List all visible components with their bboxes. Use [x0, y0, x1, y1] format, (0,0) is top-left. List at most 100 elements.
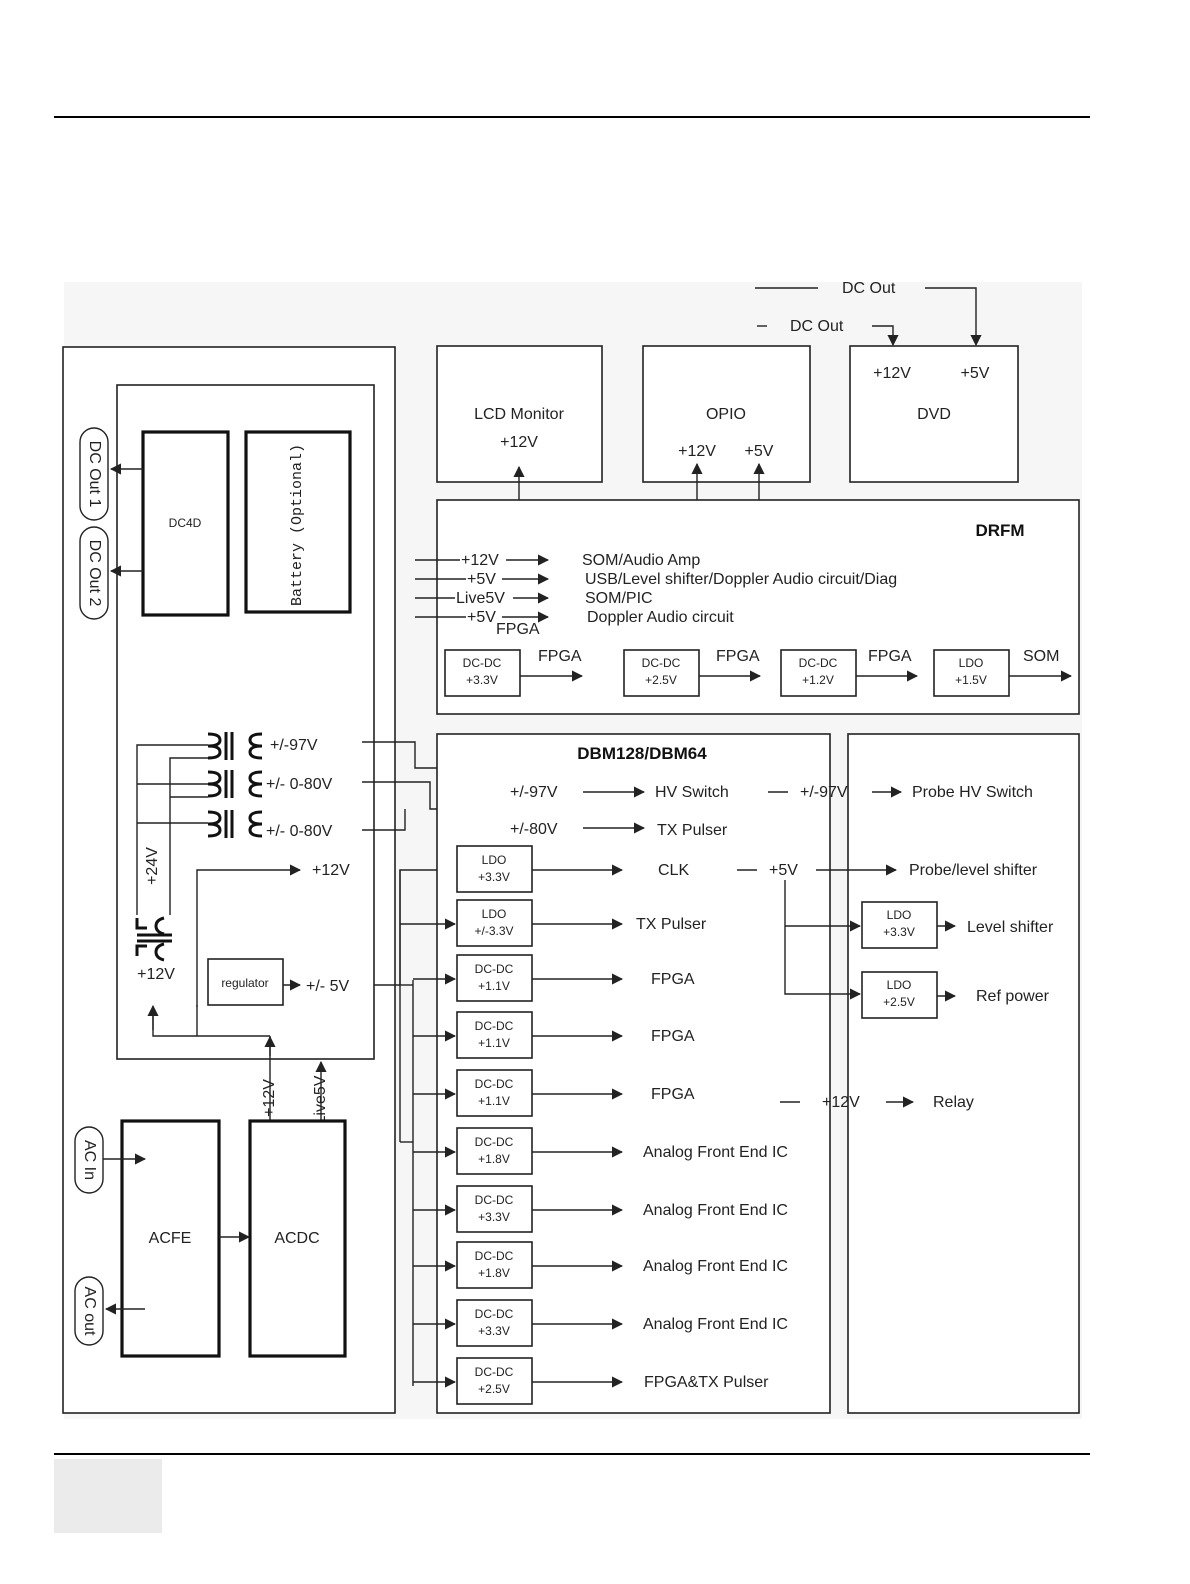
dbm-regulator-voltage: +/-3.3V [474, 924, 513, 938]
lcd-12v: +12V [500, 434, 538, 451]
footer-rule [54, 1453, 1090, 1455]
probe-relay: Relay [933, 1094, 974, 1111]
v12-left-label: +12V [137, 966, 175, 983]
transformer-4-icon [135, 916, 172, 962]
v24-label: +24V [144, 847, 161, 885]
dbm-row-output-label: Analog Front End IC [643, 1144, 788, 1161]
dbm-regulator-voltage: +3.3V [478, 870, 510, 884]
dc-out-1-label: DC Out 1 [86, 441, 103, 508]
drfm-reg-4-out: SOM [1023, 648, 1059, 665]
probe-hv-v: +/-97V [800, 784, 848, 801]
dbm-row-output-label: Analog Front End IC [643, 1258, 788, 1275]
dc4d-label: DC4D [169, 516, 202, 530]
ac-in-label: AC In [81, 1140, 98, 1180]
drfm-rail-3-desc: SOM/PIC [585, 590, 653, 607]
drfm-rail-3-label: Live5V [456, 590, 505, 607]
drfm-reg-1-out: FPGA [538, 648, 582, 665]
dc-out-2-label: DC Out 2 [86, 540, 103, 607]
probe-ldo2-v: +2.5V [883, 995, 915, 1009]
drfm-rail-1-desc: SOM/Audio Amp [582, 552, 700, 569]
drfm-rail-2-label: +5V [467, 571, 496, 588]
dbm-regulator-voltage: +1.8V [478, 1266, 510, 1280]
opio-12v: +12V [678, 443, 716, 460]
acdc-label: ACDC [274, 1230, 319, 1247]
regulator-label: regulator [221, 976, 268, 990]
dbm-regulator-voltage: +1.1V [478, 1094, 510, 1108]
dbm-row-output-label: FPGA [651, 971, 695, 988]
drfm-reg-2-v: +2.5V [645, 673, 677, 687]
dbm-regulator-type: DC-DC [475, 1307, 514, 1321]
battery-label: Battery (Optional) [289, 444, 306, 606]
acdc-live5v-label: Live5V [312, 1075, 329, 1124]
probe-board: +/-97V Probe HV Switch +5V Probe/level s… [737, 733, 1080, 1414]
probe-ldo1-out: Level shifter [967, 919, 1054, 936]
page-number-tab [54, 1459, 162, 1533]
probe-ldo1-v: +3.3V [883, 925, 915, 939]
drfm-fpga-note: FPGA [496, 621, 540, 638]
dc-out-lines: DC Out DC Out [755, 280, 982, 347]
dvd-5v: +5V [961, 365, 990, 382]
dbm-regulator-voltage: +2.5V [478, 1382, 510, 1396]
dbm-regulator-box [456, 845, 533, 893]
ac-out-label: AC out [81, 1287, 98, 1336]
dc-out-label-b: DC Out [790, 318, 844, 335]
dbm-regulator-type: DC-DC [475, 962, 514, 976]
dbm-row-output-label: FPGA [651, 1086, 695, 1103]
dbm-regulator-type: DC-DC [475, 1019, 514, 1033]
dbm-regulator-voltage: +1.8V [478, 1152, 510, 1166]
dbm-regulator-voltage: +1.1V [478, 979, 510, 993]
drfm-rail-2-desc: USB/Level shifter/Doppler Audio circuit/… [585, 571, 897, 588]
dbm-regulator-type: DC-DC [475, 1249, 514, 1263]
dbm-regulator-voltage: +3.3V [478, 1210, 510, 1224]
dbm-row-output-label: TX Pulser [636, 916, 707, 933]
acfe-label: ACFE [149, 1230, 192, 1247]
drfm-reg-2-type: DC-DC [642, 656, 681, 670]
dbm-regulator-voltage: +3.3V [478, 1324, 510, 1338]
dbm-row-output-label: FPGA [651, 1028, 695, 1045]
dbm-regulator-box [456, 1127, 533, 1175]
dbm-tx-in: +/-80V [510, 821, 558, 838]
acdc-12v-label: +12V [261, 1079, 278, 1117]
transformer-3-icon [207, 810, 263, 838]
drfm-reg-4-type: LDO [959, 656, 984, 670]
dbm-regulator-type: DC-DC [475, 1077, 514, 1091]
dbm-row-output-label: Analog Front End IC [643, 1202, 788, 1219]
drfm-rail-4-desc: Doppler Audio circuit [587, 609, 734, 626]
tx2-label: +/- 0-80V [266, 776, 333, 793]
drfm-reg-3-v: +1.2V [802, 673, 834, 687]
dbm-regulator-type: DC-DC [475, 1193, 514, 1207]
dbm-regulator-type: LDO [482, 853, 507, 867]
header-rule [54, 116, 1090, 118]
power-board: DC Out 1 DC Out 2 DC4D Battery (Optional… [62, 346, 396, 1414]
dc-out-label-a: DC Out [842, 280, 896, 297]
dbm-regulator-box [456, 1299, 533, 1347]
dvd-title: DVD [917, 406, 951, 423]
probe-ldo2-type: LDO [887, 978, 912, 992]
drfm-reg-3-out: FPGA [868, 648, 912, 665]
probe-12v: +12V [822, 1094, 860, 1111]
lcd-title: LCD Monitor [474, 406, 564, 423]
dbm-regulator-box [456, 1011, 533, 1059]
opio-title: OPIO [706, 406, 746, 423]
probe-ldo1-type: LDO [887, 908, 912, 922]
drfm-reg-1-v: +3.3V [466, 673, 498, 687]
dbm-regulator-box [456, 1241, 533, 1289]
dbm-regulator-box [456, 1357, 533, 1405]
probe-level-out: Probe/level shifter [909, 862, 1038, 879]
lcd-monitor-box: LCD Monitor +12V [436, 345, 603, 483]
dbm-regulator-type: LDO [482, 907, 507, 921]
dbm-regulator-type: DC-DC [475, 1135, 514, 1149]
drfm-reg-3-type: DC-DC [799, 656, 838, 670]
drfm-rail-1-label: +12V [461, 552, 499, 569]
dbm-board: DBM128/DBM64 +/-97V HV Switch +/-80V TX … [399, 733, 831, 1414]
dvd-box: +12V +5V DVD [849, 345, 1019, 483]
drfm-board: DRFM +12V SOM/Audio Amp +5V USB/Level sh… [415, 499, 1080, 715]
drfm-reg-4-v: +1.5V [955, 673, 987, 687]
dbm-regulator-box [456, 899, 533, 947]
opio-5v: +5V [745, 443, 774, 460]
tx3-label: +/- 0-80V [266, 823, 333, 840]
pm5v-label: +/- 5V [306, 978, 349, 995]
probe-5v: +5V [769, 862, 798, 879]
dbm-regulator-box [456, 1069, 533, 1117]
